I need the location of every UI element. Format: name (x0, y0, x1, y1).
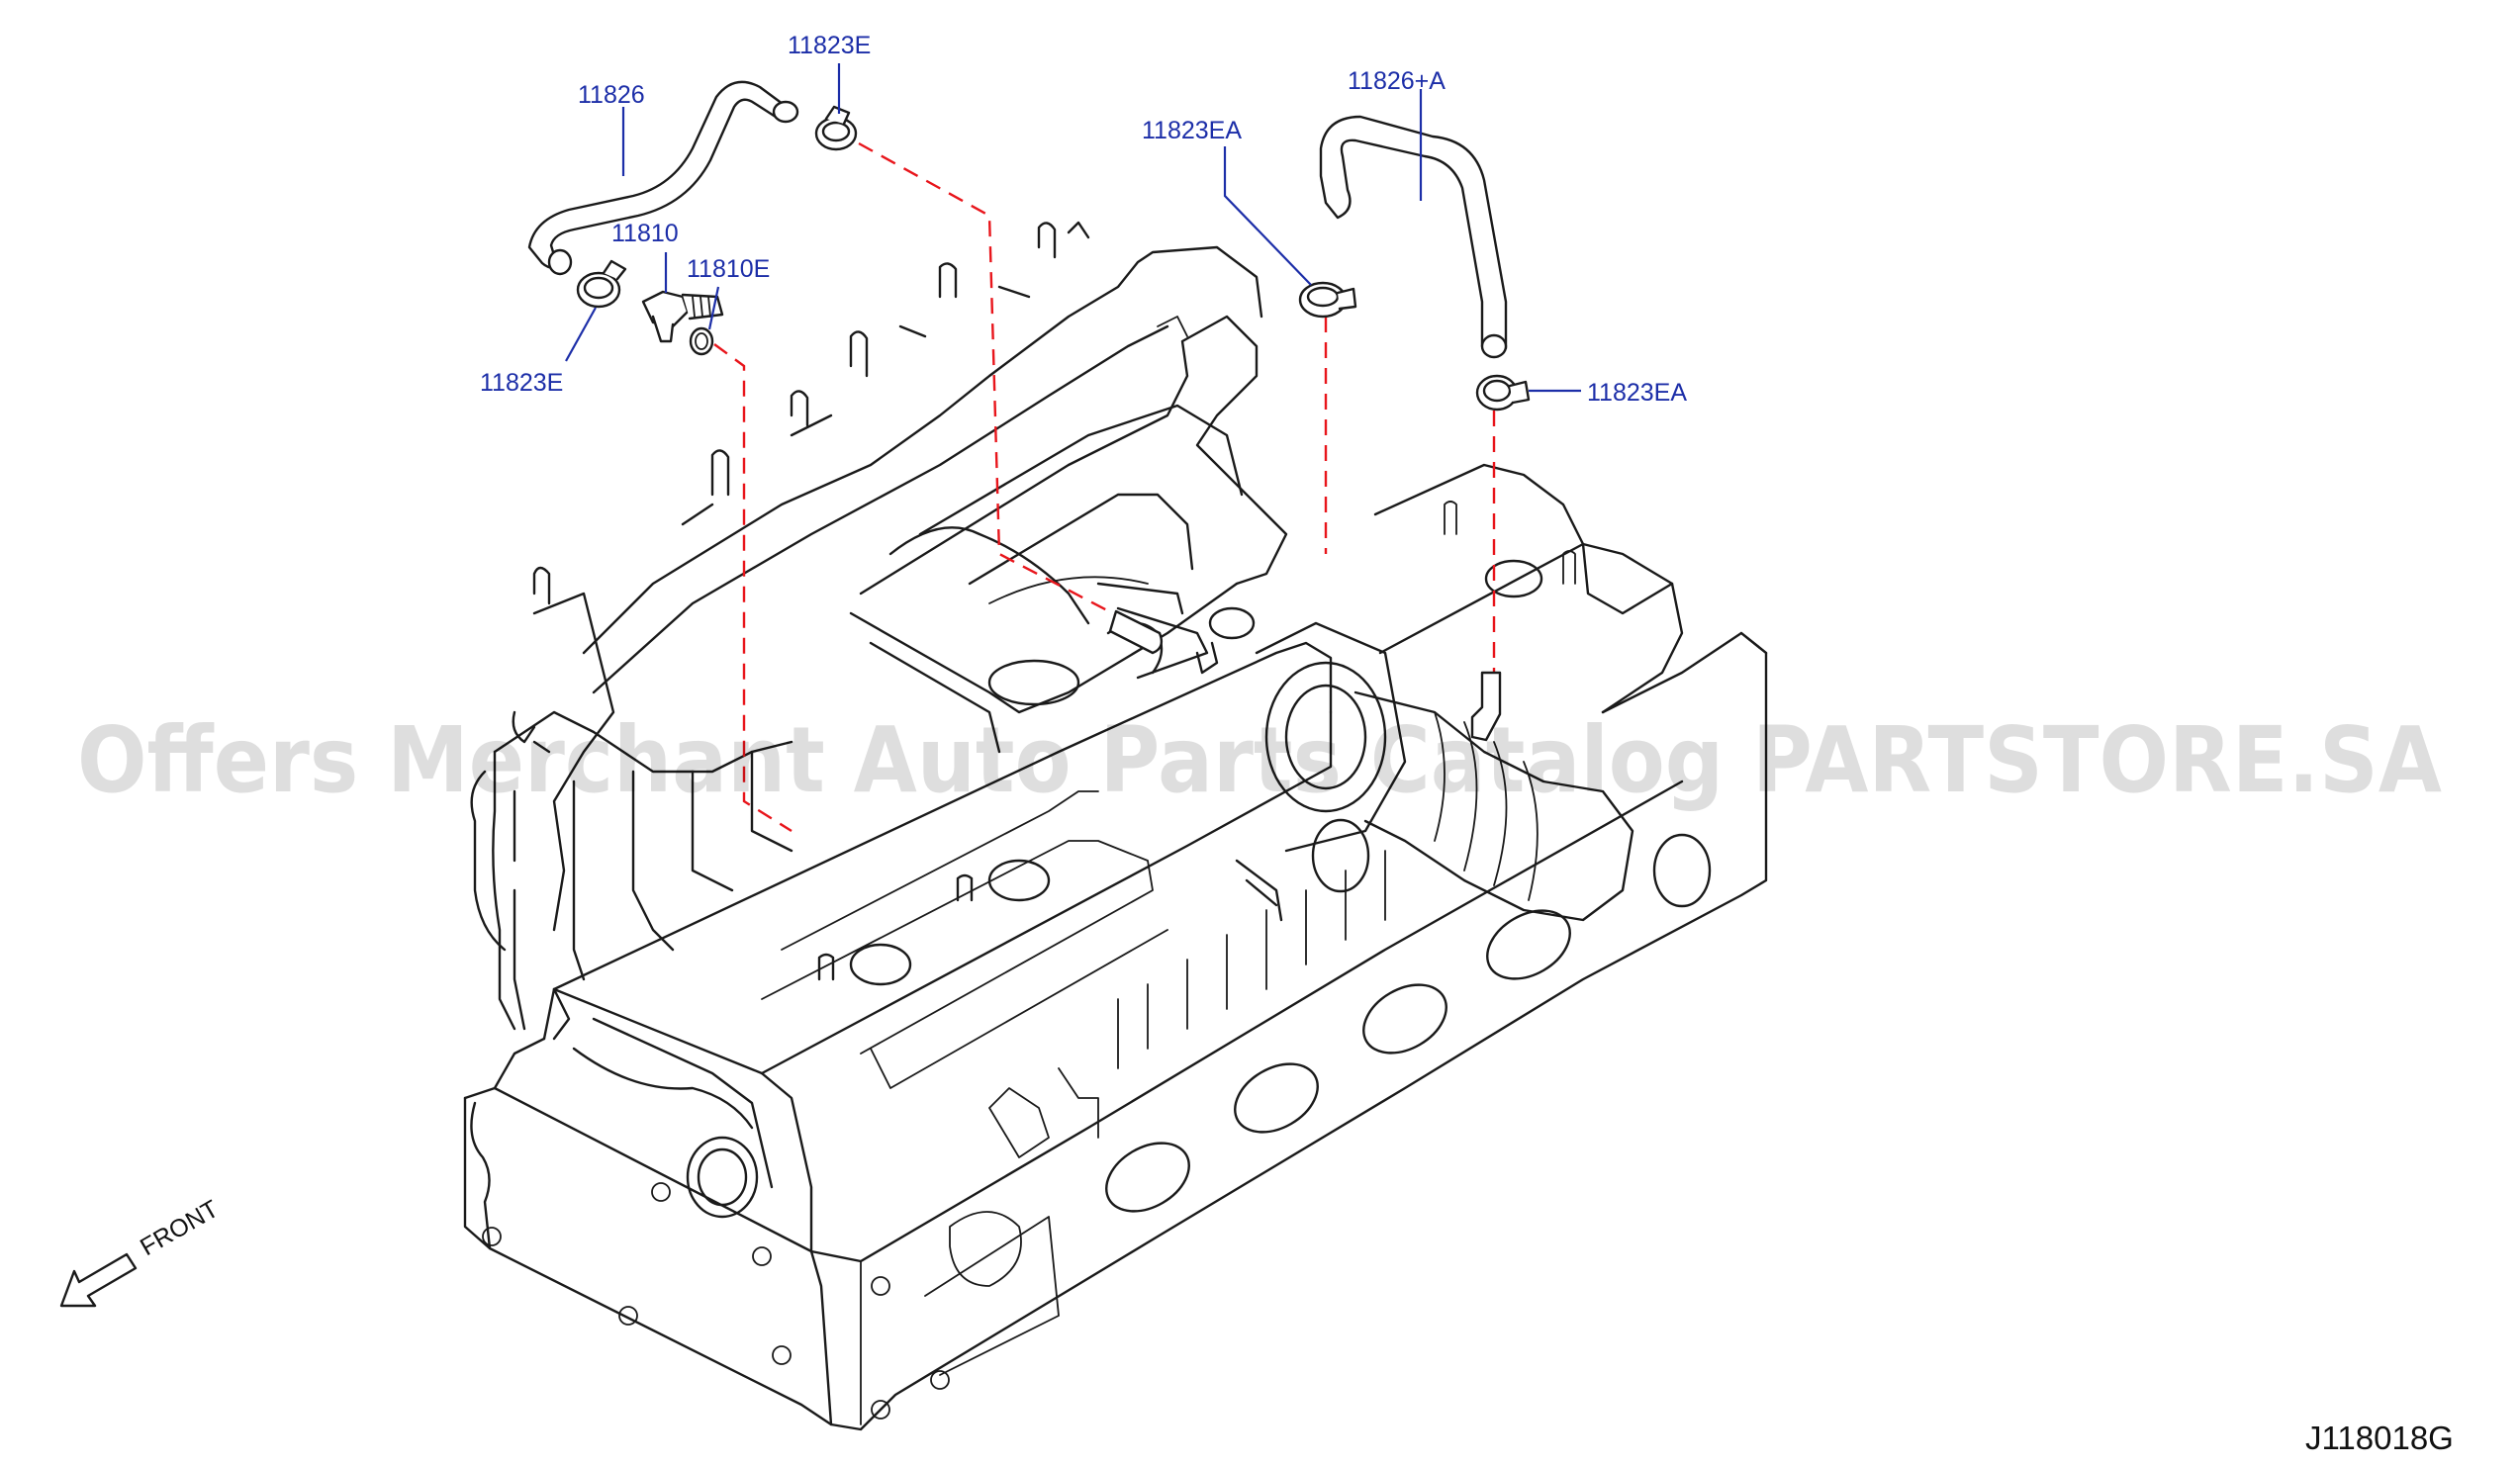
dashed-reference-lines (713, 141, 1496, 833)
callout-11823e-top: 11823E (788, 32, 871, 59)
front-arrow-icon (59, 1252, 138, 1308)
clamp-11823e-left (576, 259, 627, 309)
clamp-11823e-top (814, 105, 858, 151)
clamp-11823ea-right (1475, 374, 1531, 412)
clamp-11823ea-top (1298, 281, 1357, 319)
front-direction-indicator: FRONT (59, 1195, 224, 1308)
callout-labels: 11826 11823E 11810 11810E 11823E 11823EA… (480, 32, 1687, 407)
callout-11823e-left: 11823E (480, 369, 563, 397)
engine-assembly-drawing (463, 221, 1768, 1431)
hose-11826 (527, 80, 799, 276)
callout-11826: 11826 (578, 81, 645, 109)
hose-11826a (1319, 115, 1508, 359)
callout-11823ea-top: 11823EA (1142, 117, 1242, 144)
callout-11826a: 11826+A (1348, 67, 1446, 95)
callout-leaders (565, 63, 1581, 393)
watermark-text: Offers Merchant Auto Parts Catalog PARTS… (77, 707, 2442, 813)
callout-11810: 11810 (611, 220, 679, 247)
parts (527, 80, 1531, 742)
washer-11810e (689, 326, 714, 356)
callout-11823ea-right: 11823EA (1587, 379, 1687, 407)
front-label: FRONT (136, 1195, 224, 1261)
callout-11810e: 11810E (687, 255, 770, 283)
diagram-code: J118018G (2305, 1420, 2454, 1456)
